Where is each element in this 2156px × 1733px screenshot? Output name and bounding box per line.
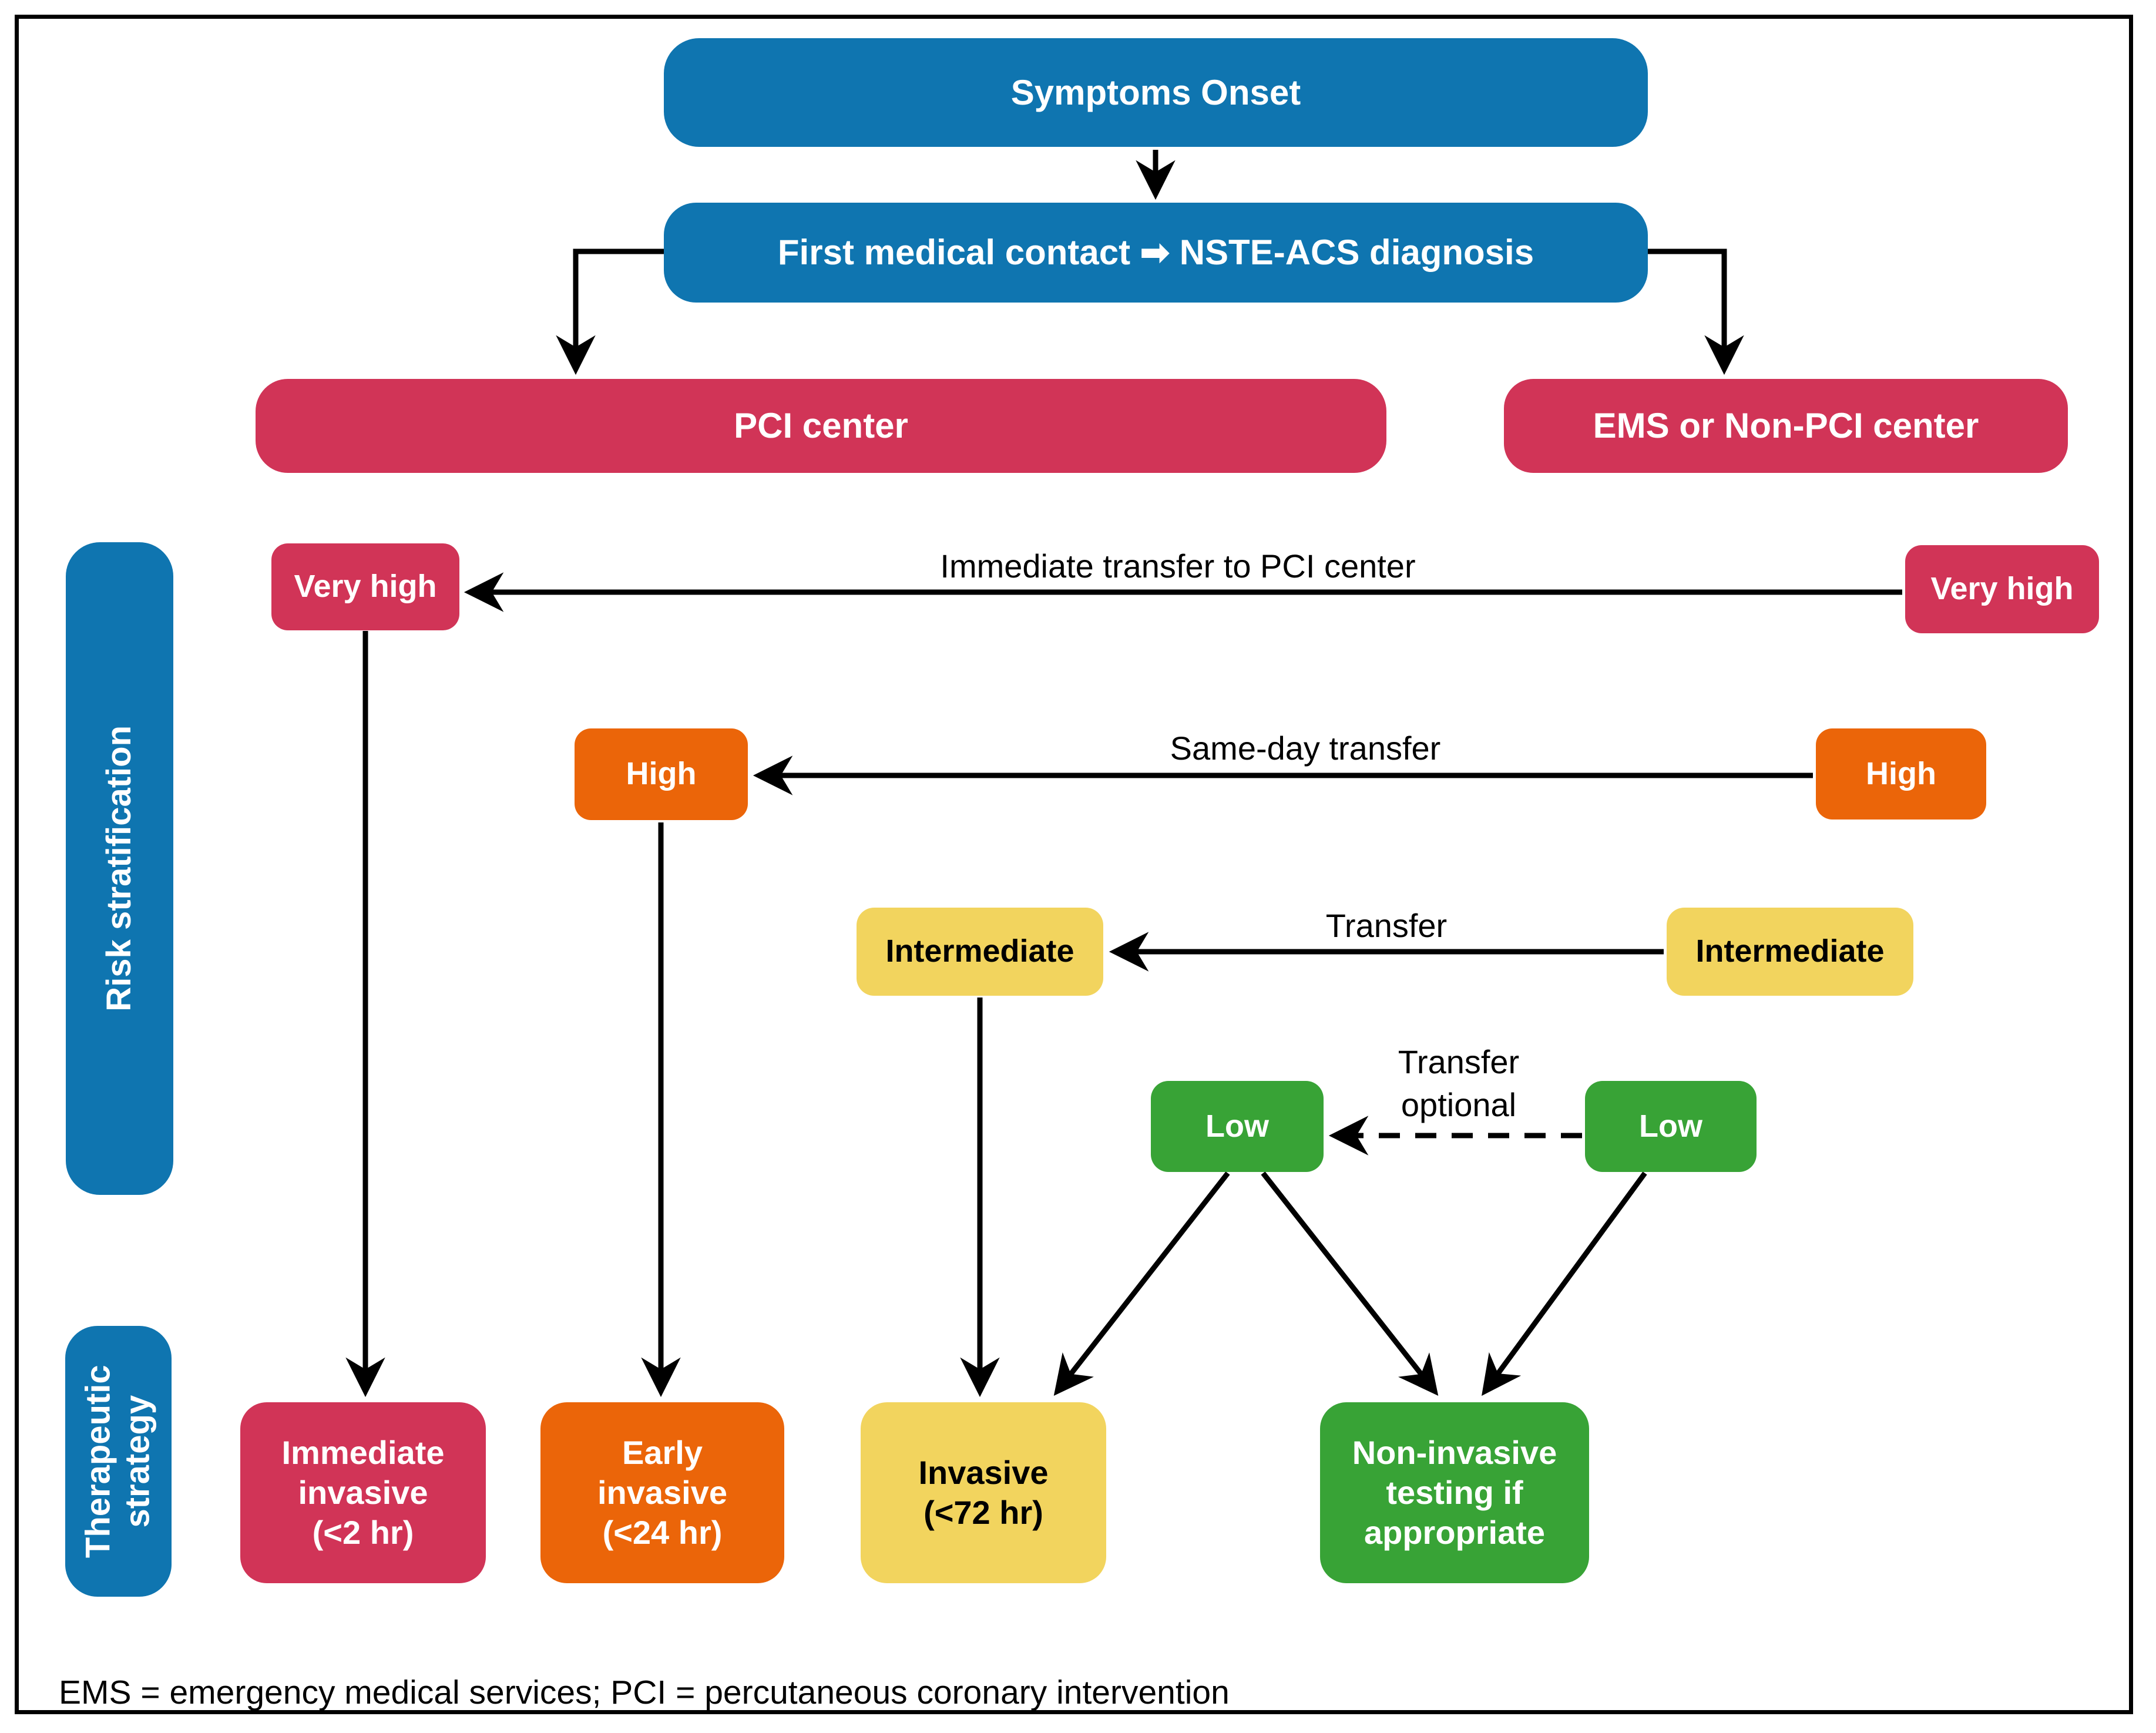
figure-border (15, 15, 2133, 1714)
node-risk-low-left: Low (1151, 1081, 1324, 1172)
node-label: PCI center (734, 406, 908, 446)
label-transfer: Transfer (1325, 907, 1448, 944)
node-risk-intermediate-right: Intermediate (1667, 908, 1913, 996)
section-pill-therapeutic-strategy: Therapeutic strategy (65, 1326, 172, 1597)
arrow-low-left-to-non-invasive (1261, 1171, 1439, 1396)
label-same-day-transfer: Same-day transfer (1170, 730, 1441, 767)
node-risk-very-high-right: Very high (1905, 545, 2099, 633)
section-label: Risk stratification (100, 726, 139, 1012)
node-label: Early invasive (<24 hr) (597, 1433, 728, 1551)
node-risk-very-high-left: Very high (271, 543, 459, 630)
node-strategy-invasive-72hr: Invasive (<72 hr) (861, 1402, 1106, 1583)
node-label: High (626, 756, 697, 792)
arrow-low-right-to-non-invasive (1482, 1171, 1647, 1396)
node-label: EMS or Non-PCI center (1593, 406, 1979, 446)
node-label: Invasive (<72 hr) (918, 1453, 1049, 1531)
node-risk-intermediate-left: Intermediate (857, 908, 1103, 996)
node-first-medical-contact: First medical contact ➡ NSTE-ACS diagnos… (664, 203, 1648, 303)
section-pill-risk-stratification: Risk stratification (66, 542, 173, 1195)
node-label: Symptoms Onset (1010, 72, 1301, 112)
node-ems-or-non-pci-center: EMS or Non-PCI center (1504, 379, 2068, 473)
node-risk-low-right: Low (1585, 1081, 1757, 1172)
node-label: Low (1205, 1108, 1269, 1144)
node-label: Non-invasive testing if appropriate (1352, 1433, 1557, 1551)
node-label: Very high (1930, 571, 2074, 607)
node-label: First medical contact ➡ NSTE-ACS diagnos… (777, 233, 1534, 273)
node-label: High (1866, 755, 1936, 791)
node-risk-high-left: High (575, 728, 748, 820)
node-risk-high-right: High (1816, 728, 1986, 820)
arrow-first-contact-to-pci-center (556, 248, 665, 375)
node-strategy-immediate-invasive: Immediate invasive (<2 hr) (240, 1402, 486, 1583)
section-label: Therapeutic strategy (79, 1365, 157, 1558)
label-immediate-transfer: Immediate transfer to PCI center (940, 548, 1416, 585)
arrow-first-contact-to-ems (1647, 248, 1744, 375)
node-pci-center: PCI center (256, 379, 1386, 473)
node-label: Intermediate (885, 933, 1074, 969)
node-symptoms-onset: Symptoms Onset (664, 38, 1648, 147)
arrow-low-left-to-invasive (1053, 1171, 1230, 1396)
label-transfer-optional: Transfer optional (1398, 1043, 1520, 1123)
node-label: Low (1639, 1108, 1702, 1144)
node-label: Intermediate (1695, 933, 1885, 969)
node-strategy-non-invasive: Non-invasive testing if appropriate (1320, 1402, 1589, 1583)
node-label: Immediate invasive (<2 hr) (281, 1433, 445, 1551)
node-strategy-early-invasive: Early invasive (<24 hr) (540, 1402, 784, 1583)
footer-abbreviations: EMS = emergency medical services; PCI = … (59, 1674, 1230, 1711)
node-label: Very high (294, 569, 437, 604)
